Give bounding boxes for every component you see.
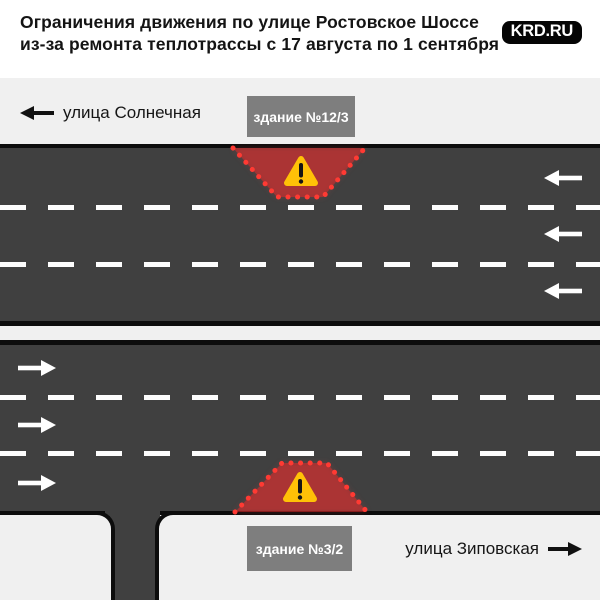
curb-corner-right [155,511,600,600]
arrow-left-icon [20,106,54,120]
lane-divider [0,395,600,400]
street-label-text: улица Солнечная [63,103,201,122]
warning-triangle-icon [284,156,318,186]
curb-corner-left [0,511,115,600]
lane-arrow-left-icon [544,283,582,299]
warning-triangle-icon [283,472,317,502]
lane-divider [0,205,600,210]
title-line-1: Ограничения движения по улице Ростовское… [20,12,479,32]
lane-arrow-left-icon [544,226,582,242]
arrow-right-icon [548,542,582,556]
lane-divider [0,451,600,456]
building-badge-3-2: здание №3/2 [247,526,352,571]
street-label-zipovskaya: улица Зиповская [405,539,582,559]
title-line-2: из-за ремонта теплотрассы с 17 августа п… [20,33,500,54]
krd-logo: KRD.RU [501,21,582,44]
restriction-zone-bottom [232,460,370,515]
dotted-border [232,460,370,515]
header: Ограничения движения по улице Ростовское… [0,0,600,78]
lane-arrow-right-icon [18,417,56,433]
lane-arrow-right-icon [18,475,56,491]
lane-arrow-right-icon [18,360,56,376]
lane-arrow-left-icon [544,170,582,186]
building-badge-12-3: здание №12/3 [247,96,355,137]
lane-divider [0,262,600,267]
dotted-border [230,145,368,200]
street-label-text: улица Зиповская [405,539,539,558]
page-title: Ограничения движения по улице Ростовское… [20,12,499,55]
restriction-zone-top [230,145,368,200]
street-label-solnechnaya: улица Солнечная [20,103,201,123]
road-bottom [0,340,600,515]
